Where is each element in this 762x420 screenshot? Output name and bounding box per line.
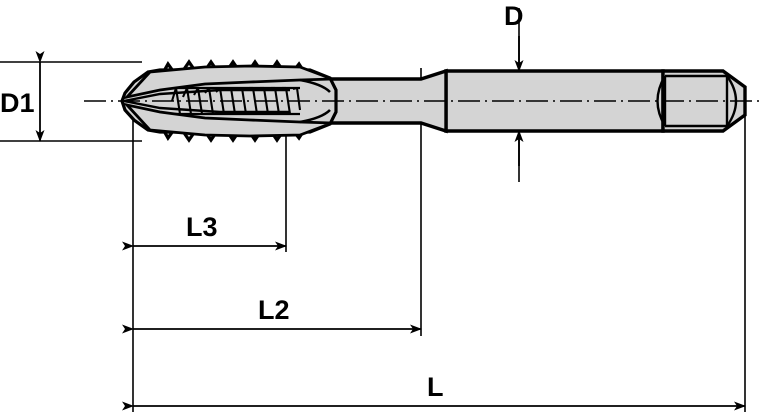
dim-label-d: D xyxy=(504,1,524,31)
square-drive-flats xyxy=(663,74,729,128)
flute-runout-bottom xyxy=(299,109,331,124)
dim-label-l: L xyxy=(427,372,444,402)
dim-label-l2: L2 xyxy=(258,295,290,325)
dimension-d1: D1 xyxy=(0,51,45,142)
dimension-l3: L3 xyxy=(122,212,287,251)
flute-runout-top xyxy=(299,78,331,93)
square-arc-left xyxy=(656,75,667,127)
dimension-l: L xyxy=(122,372,746,411)
flute-runout xyxy=(299,78,331,124)
dim-label-d1: D1 xyxy=(0,88,35,118)
flute-edge-bottom xyxy=(123,99,290,114)
dim-label-l3: L3 xyxy=(186,212,218,242)
flute-edge-lines xyxy=(123,88,290,114)
dimension-d: D xyxy=(504,1,524,166)
flute-upper xyxy=(123,64,333,100)
flute-lower xyxy=(123,102,333,138)
extension-lines xyxy=(0,8,746,412)
flute-edge-top xyxy=(123,88,290,103)
dimension-l2: L2 xyxy=(122,295,422,334)
